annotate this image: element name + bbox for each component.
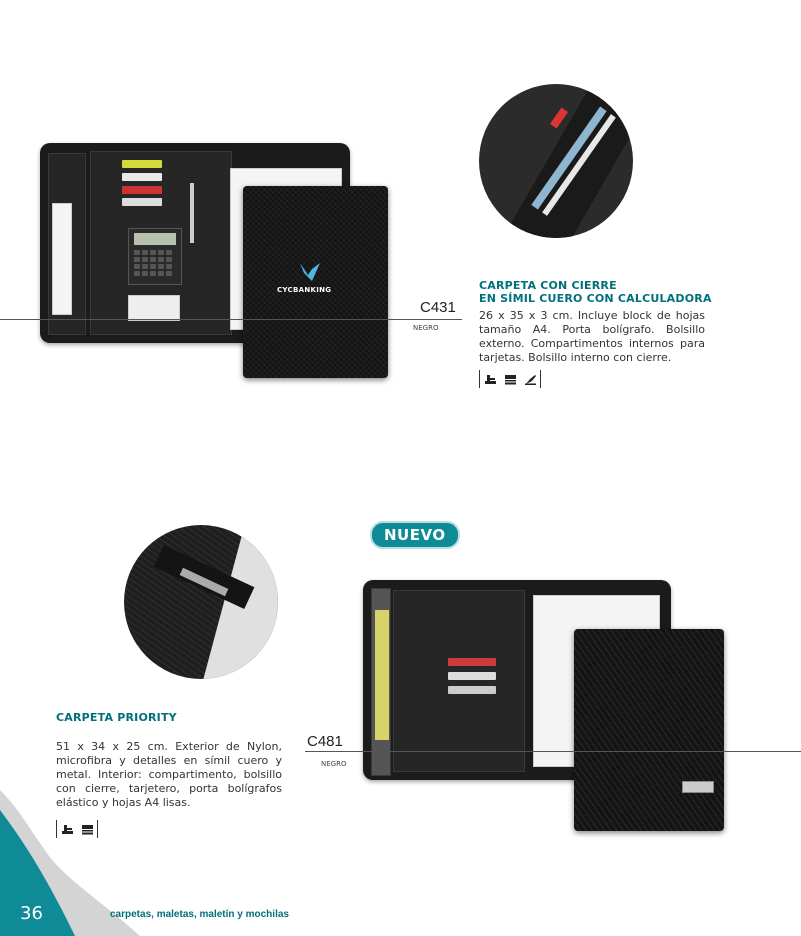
pad-print-icon bbox=[60, 823, 74, 835]
product-title: CARPETA PRIORITY bbox=[56, 711, 177, 724]
technique-icons bbox=[56, 820, 98, 838]
page-number: 36 bbox=[20, 903, 43, 924]
product-title-line2: EN SÍMIL CUERO CON CALCULADORA bbox=[479, 292, 712, 305]
page-corner-decoration bbox=[0, 790, 140, 936]
section-footer: carpetas, maletas, maletín y mochilas bbox=[110, 909, 289, 920]
hot-stamp-icon bbox=[80, 823, 94, 835]
technique-icons bbox=[479, 370, 541, 388]
hot-stamp-icon bbox=[503, 373, 517, 385]
product-code: C431 bbox=[420, 299, 456, 316]
product-c431-detail-image bbox=[479, 84, 633, 238]
product-c481-detail-image bbox=[124, 525, 278, 679]
pad-print-icon bbox=[483, 373, 497, 385]
divider-line bbox=[305, 751, 801, 752]
product-description: 51 x 34 x 25 cm. Exterior de Nylon, micr… bbox=[56, 740, 282, 809]
product-c431-cover: CYCBANKING bbox=[243, 186, 388, 378]
product-description: 26 x 35 x 3 cm. Incluye block de hojas t… bbox=[479, 309, 705, 364]
new-badge: NUEVO bbox=[370, 521, 460, 549]
product-title: CARPETA CON CIERRE EN SÍMIL CUERO CON CA… bbox=[479, 279, 719, 305]
color-label: NEGRO bbox=[413, 324, 439, 332]
divider-line bbox=[0, 319, 462, 320]
laser-engrave-icon bbox=[523, 373, 537, 385]
product-c481-cover bbox=[574, 629, 724, 831]
logo-icon bbox=[300, 263, 320, 281]
cover-logo-text: CYCBANKING bbox=[277, 286, 332, 294]
color-label: NEGRO bbox=[321, 760, 347, 768]
product-title-line1: CARPETA CON CIERRE bbox=[479, 279, 617, 292]
product-code: C481 bbox=[307, 733, 343, 750]
